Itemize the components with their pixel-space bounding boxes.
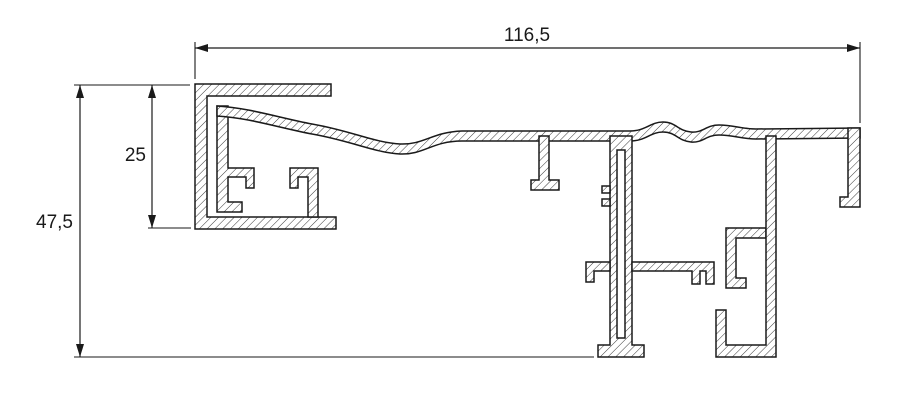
flange-left [585,261,611,283]
arrowhead-bottom [148,215,156,228]
extrusion-profile [194,83,861,358]
dimension-overall-height: 47,5 [36,84,594,358]
dimension-inner-height: 25 [125,85,191,229]
right-wall [715,135,777,358]
dimension-overall-width: 116,5 [194,25,861,123]
tube-nub-upper [601,185,611,194]
channel-fin-right [289,167,319,218]
mid-t-fin [530,135,560,191]
glazing-channel [194,83,337,230]
arrowhead-left [195,44,208,52]
right-bracket [725,227,767,289]
dimension-label-overall-width: 116,5 [504,25,550,46]
end-bar [839,127,861,208]
dimension-label-inner-height: 25 [125,145,146,166]
arrowhead-top [76,85,84,98]
dimension-label-overall-height: 47,5 [36,212,73,233]
arrowhead-right [847,44,860,52]
arrowhead-bottom [76,344,84,357]
inner-wall [216,105,255,213]
arrowhead-top [148,85,156,98]
main-tube [597,135,645,358]
flange-right [631,261,715,285]
tube-nub-lower [601,198,611,207]
